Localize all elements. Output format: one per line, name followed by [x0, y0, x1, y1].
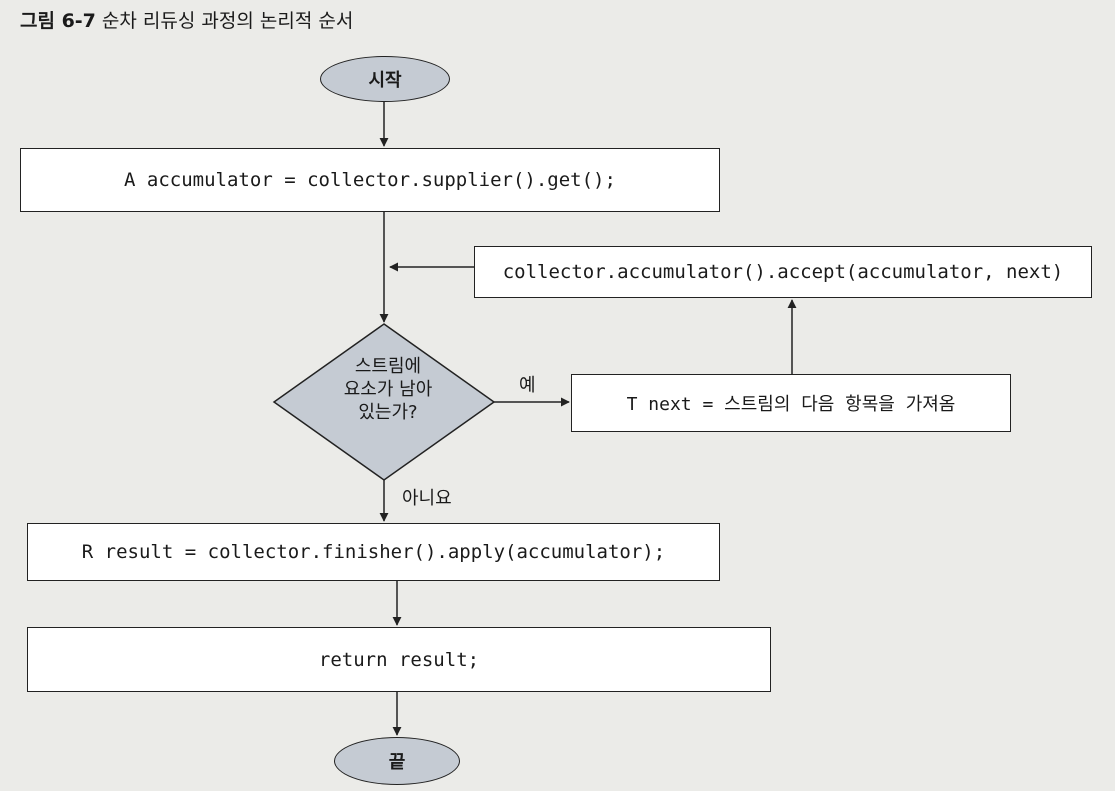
end-terminal: 끝	[334, 737, 460, 785]
init-box: A accumulator = collector.supplier().get…	[20, 148, 720, 212]
return-code: return result;	[318, 648, 480, 671]
yes-label: 예	[519, 375, 536, 396]
start-label: 시작	[368, 70, 402, 91]
decision-line-2: 요소가 남아	[343, 379, 433, 400]
accumulate-box: collector.accumulator().accept(accumulat…	[474, 246, 1092, 298]
next-code: T next = 스트림의 다음 항목을 가져옴	[626, 394, 956, 415]
decision-diamond	[272, 323, 496, 481]
figure-number: 그림 6-7	[20, 10, 96, 32]
return-box: return result;	[27, 627, 771, 692]
init-code: A accumulator = collector.supplier().get…	[124, 169, 616, 191]
accumulate-code: collector.accumulator().accept(accumulat…	[502, 261, 1064, 283]
start-terminal: 시작	[320, 56, 450, 102]
finish-code: R result = collector.finisher().apply(ac…	[81, 541, 666, 563]
no-label: 아니요	[402, 488, 452, 509]
decision-line-1: 스트림에	[354, 356, 422, 377]
decision-line-3: 있는가?	[358, 402, 418, 423]
figure-title: 순차 리듀싱 과정의 논리적 순서	[101, 10, 354, 32]
next-box: T next = 스트림의 다음 항목을 가져옴	[571, 374, 1011, 432]
end-label: 끝	[388, 752, 406, 773]
finish-box: R result = collector.finisher().apply(ac…	[27, 523, 720, 581]
decision-label: 스트림에 요소가 남아 있는가?	[300, 355, 476, 424]
